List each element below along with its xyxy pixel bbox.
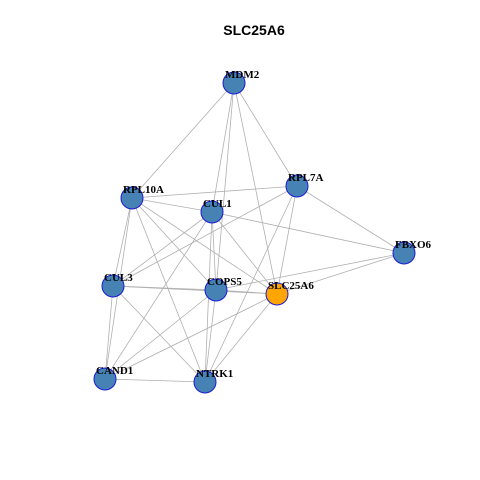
node-mdm2[interactable] <box>222 71 246 95</box>
edge-fbxo6-slc25a6 <box>276 252 405 295</box>
node-label-rpl10a: RPL10A <box>123 184 164 196</box>
node-ntrk1[interactable] <box>193 370 217 394</box>
edge-mdm2-slc25a6 <box>233 82 278 295</box>
node-label-cand1: CAND1 <box>96 365 133 377</box>
edge-cul3-cand1 <box>104 285 114 380</box>
node-label-cul1: CUL1 <box>203 198 232 210</box>
edge-cops5-ntrk1 <box>204 289 217 383</box>
node-label-cops5: COPS5 <box>207 276 242 288</box>
node-rpl7a[interactable] <box>285 174 309 198</box>
node-label-rpl7a: RPL7A <box>288 172 324 184</box>
nodes-layer <box>93 71 416 394</box>
node-slc25a6[interactable] <box>265 282 289 306</box>
edge-rpl10a-slc25a6 <box>131 197 278 295</box>
node-label-mdm2: MDM2 <box>225 69 260 81</box>
edge-cul1-cops5 <box>211 211 217 291</box>
edge-rpl7a-ntrk1 <box>204 185 298 383</box>
node-label-fbxo6: FBXO6 <box>395 239 432 251</box>
edge-cops5-cand1 <box>104 289 217 380</box>
edge-cand1-ntrk1 <box>104 378 206 383</box>
node-cops5[interactable] <box>204 278 228 302</box>
node-cul3[interactable] <box>101 274 125 298</box>
edge-rpl7a-rpl10a <box>131 185 298 199</box>
edge-mdm2-cops5 <box>215 82 235 291</box>
edge-cul1-cand1 <box>104 211 213 380</box>
node-cand1[interactable] <box>93 367 117 391</box>
graph-title: SLC25A6 <box>223 22 285 38</box>
edge-slc25a6-cand1 <box>104 293 278 380</box>
edge-rpl10a-cul3 <box>112 197 133 287</box>
edge-mdm2-rpl10a <box>131 82 235 199</box>
node-rpl10a[interactable] <box>120 186 144 210</box>
edge-rpl10a-ntrk1 <box>131 197 206 383</box>
edge-rpl7a-slc25a6 <box>276 185 298 295</box>
edge-cul1-cul3 <box>112 211 213 287</box>
edge-slc25a6-ntrk1 <box>204 293 278 383</box>
edge-rpl10a-cul1 <box>131 197 213 213</box>
edge-rpl10a-cops5 <box>131 197 217 291</box>
edge-rpl7a-fbxo6 <box>296 185 405 254</box>
edge-fbxo6-cops5 <box>215 252 405 291</box>
edge-cul3-ntrk1 <box>112 285 206 383</box>
edges-layer <box>104 82 405 383</box>
node-label-slc25a6: SLC25A6 <box>268 280 314 292</box>
edge-mdm2-rpl7a <box>233 82 298 187</box>
node-label-cul3: CUL3 <box>104 272 133 284</box>
node-cul1[interactable] <box>200 200 224 224</box>
edge-cul3-slc25a6 <box>112 285 278 295</box>
edge-rpl7a-cul3 <box>112 185 298 287</box>
edge-cul1-fbxo6 <box>211 211 405 254</box>
node-fbxo6[interactable] <box>392 241 416 265</box>
node-label-ntrk1: NTRK1 <box>196 368 233 380</box>
edge-mdm2-cul1 <box>211 82 235 213</box>
